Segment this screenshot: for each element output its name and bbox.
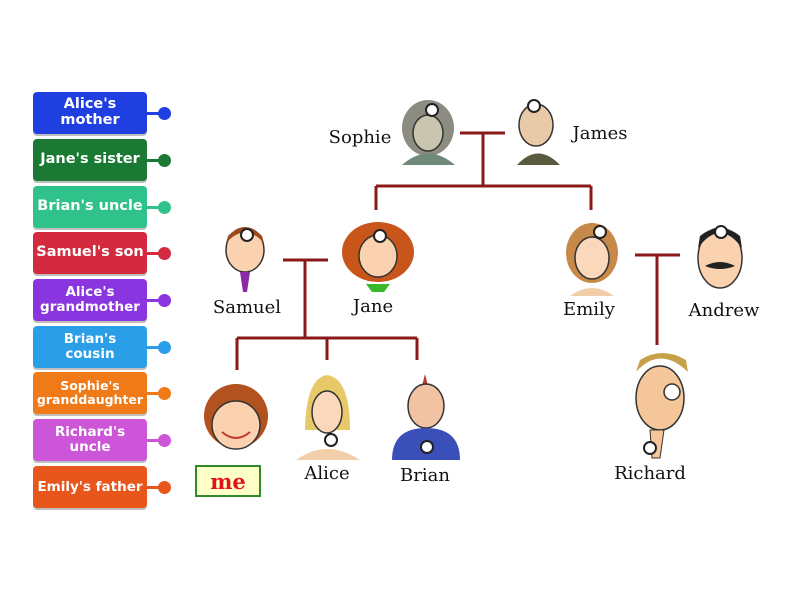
drop-target-jane[interactable] [373, 229, 387, 243]
label-text: Alice's [63, 96, 117, 113]
connector-pin[interactable] [158, 247, 171, 260]
label-text: Brian's [63, 331, 117, 348]
connector-pin[interactable] [158, 387, 171, 400]
name-brian: Brian [400, 465, 450, 486]
name-sophie: Sophie [328, 127, 392, 148]
connector-line [146, 486, 164, 489]
portrait-andrew [697, 227, 743, 289]
label-text: Brian's uncle [37, 198, 143, 215]
portrait-me [204, 384, 268, 450]
connector-pin[interactable] [158, 481, 171, 494]
connector-pin[interactable] [158, 341, 171, 354]
drop-target-andrew[interactable] [714, 225, 728, 239]
name-andrew: Andrew [688, 300, 760, 321]
label-samuels-son[interactable]: Samuel's son [33, 232, 147, 274]
label-text: Emily's father [37, 478, 143, 495]
drop-target-sophie[interactable] [425, 103, 439, 117]
portrait-alice [296, 375, 360, 460]
connector-line [146, 299, 164, 302]
connector-line [146, 252, 164, 255]
connector-line [146, 392, 164, 395]
portrait-richard [635, 353, 688, 459]
name-alice: Alice [304, 463, 350, 484]
portrait-sophie [402, 100, 455, 165]
label-text: Alice's [65, 284, 115, 301]
label-text: Jane's sister [40, 151, 140, 168]
drop-target-alice[interactable] [324, 433, 338, 447]
drop-target-richard[interactable] [643, 441, 657, 455]
label-text: grandmother [40, 299, 140, 315]
drop-target-samuel[interactable] [240, 228, 254, 242]
label-text: Richard's [54, 424, 126, 441]
portrait-jane [342, 222, 414, 292]
label-brians-uncle[interactable]: Brian's uncle [33, 186, 147, 228]
name-richard: Richard [614, 463, 686, 484]
name-jane: Jane [352, 296, 394, 317]
me-box: me [195, 465, 261, 497]
connector-pin[interactable] [158, 154, 171, 167]
label-text: granddaughter [36, 392, 144, 407]
connector-line [146, 112, 164, 115]
portrait-emily [566, 223, 618, 296]
connector-line [146, 159, 164, 162]
label-text: Samuel's son [36, 244, 144, 261]
connector-pin[interactable] [158, 107, 171, 120]
connector-pin[interactable] [158, 434, 171, 447]
connector-pin[interactable] [158, 201, 171, 214]
tree-lines [235, 131, 680, 370]
name-emily: Emily [563, 299, 615, 320]
drop-target-james[interactable] [527, 99, 541, 113]
drop-target-emily[interactable] [593, 225, 607, 239]
name-samuel: Samuel [212, 297, 282, 318]
label-janes-sister[interactable]: Jane's sister [33, 139, 147, 181]
label-text: mother [60, 112, 120, 128]
connector-line [146, 206, 164, 209]
label-emilys-father[interactable]: Emily's father [33, 466, 147, 508]
name-me: me [210, 468, 246, 494]
label-text: uncle [69, 439, 111, 455]
drop-target-brian[interactable] [420, 440, 434, 454]
portrait-james [517, 103, 560, 165]
connector-pin[interactable] [158, 294, 171, 307]
portrait-samuel [225, 227, 265, 292]
label-text: Sophie's [60, 378, 120, 394]
connector-line [146, 439, 164, 442]
label-text: cousin [65, 346, 115, 362]
connector-line [146, 346, 164, 349]
name-james: James [572, 123, 628, 144]
